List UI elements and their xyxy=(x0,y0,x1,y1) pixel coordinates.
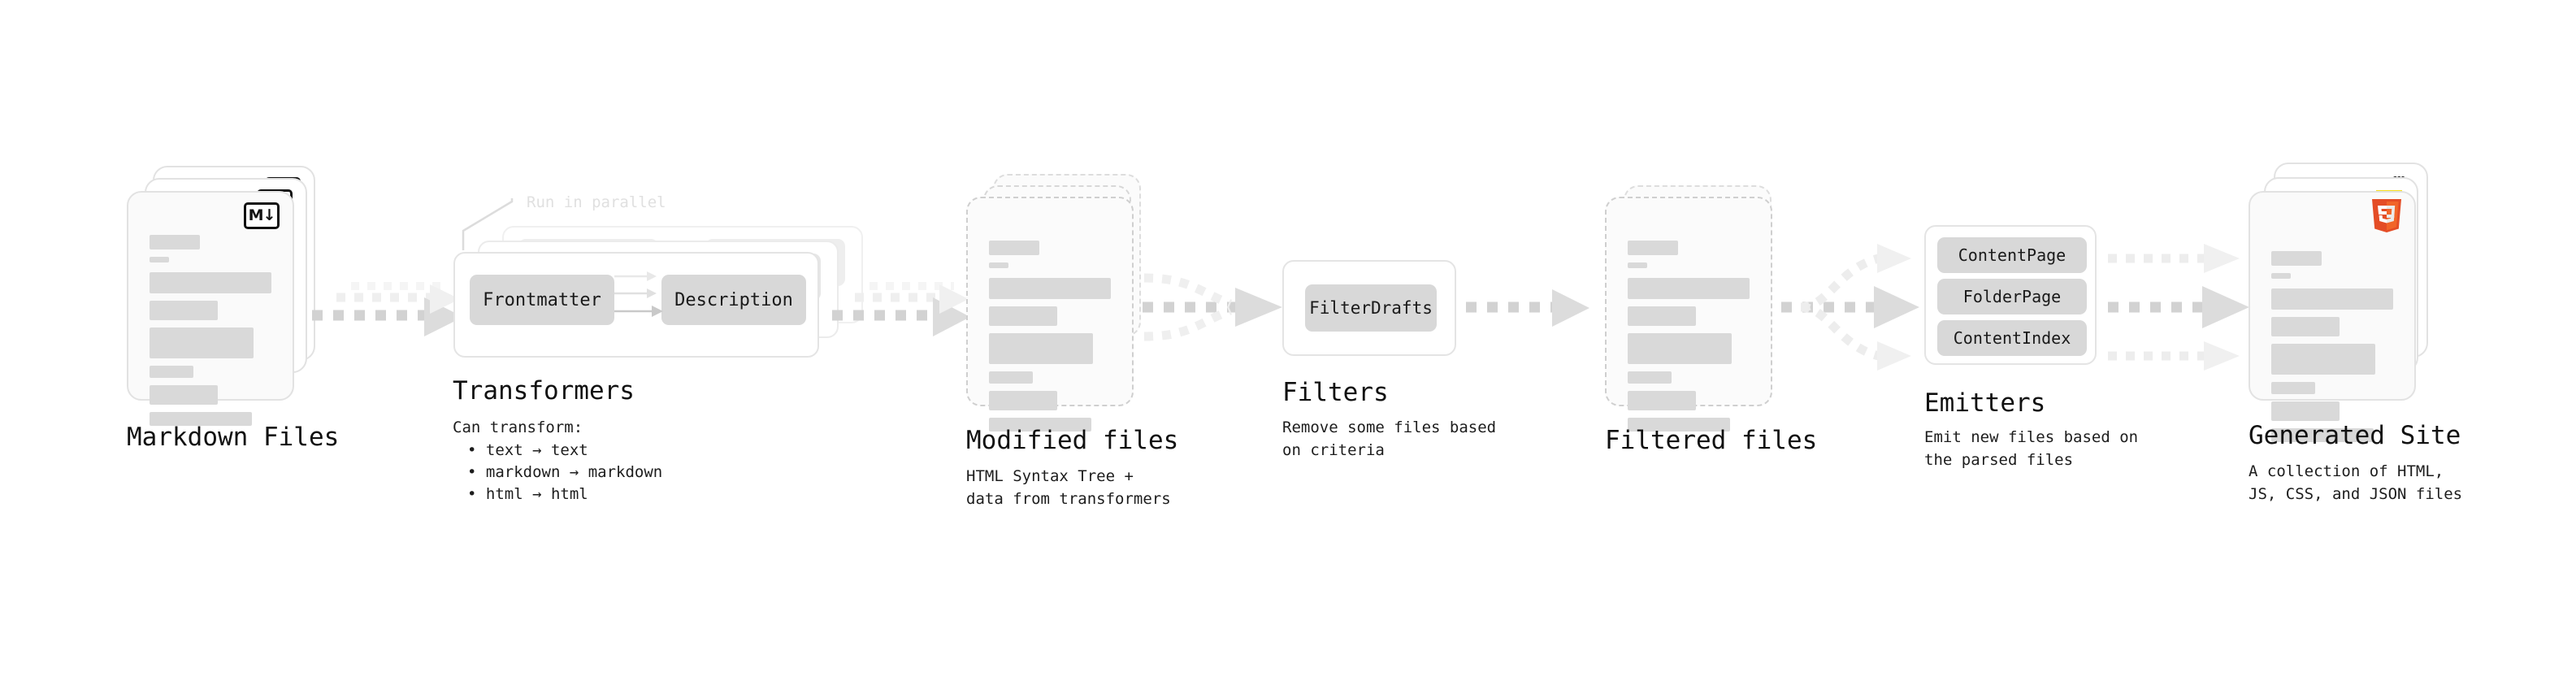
doc-bar xyxy=(1628,371,1672,384)
transformer-box-front: Frontmatter Description xyxy=(453,252,819,358)
modified-file-card-front xyxy=(966,197,1134,432)
document-bars xyxy=(150,235,271,433)
doc-bar xyxy=(2271,251,2322,266)
stage-subtitle-modified-files: HTML Syntax Tree + data from transformer… xyxy=(966,467,1171,508)
arrow-filtered-to-emitters xyxy=(1781,244,1919,371)
html5-icon: HTML xyxy=(2369,199,2405,241)
markdown-file-card-front: M↓ xyxy=(127,191,294,426)
doc-bar xyxy=(1628,241,1678,255)
stage-subtitle-transformers: Can transform: xyxy=(453,419,583,436)
run-in-parallel-brace xyxy=(462,198,514,250)
doc-bar xyxy=(150,272,271,293)
doc-bar xyxy=(150,235,200,249)
document-bars xyxy=(1628,241,1750,439)
stage-title-transformers: Transformers xyxy=(453,376,635,406)
doc-bar xyxy=(989,241,1039,255)
stage-subtitle-emitters: Emit new files based on the parsed files xyxy=(1924,428,2139,469)
doc-bar xyxy=(150,385,218,405)
doc-bar xyxy=(989,278,1111,299)
doc-bar xyxy=(989,306,1057,326)
doc-bar xyxy=(150,257,169,262)
site-file-card-html: HTML xyxy=(2249,191,2416,442)
doc-bar xyxy=(150,301,218,320)
stage-title-markdown-files: Markdown Files xyxy=(127,423,340,452)
doc-bar xyxy=(2271,288,2393,310)
arrow-emitters-to-site xyxy=(2108,244,2249,371)
transformer-inner-arrows xyxy=(614,271,663,317)
arrow-modified-to-filters xyxy=(1143,273,1282,341)
transformers-bullet-1: • markdown → markdown xyxy=(467,463,663,481)
doc-bar xyxy=(2271,317,2340,336)
arrow-markdown-to-transformers xyxy=(312,282,463,336)
markdown-badge-front: M↓ xyxy=(244,202,280,229)
transformers-bullet-0: • text → text xyxy=(467,441,588,459)
doc-bar xyxy=(989,262,1008,268)
doc-bar xyxy=(989,418,1091,432)
doc-bar xyxy=(150,366,193,378)
stage-title-filters: Filters xyxy=(1282,378,1389,407)
stage-title-modified-files: Modified files xyxy=(966,426,1179,455)
filter-pill-filterdrafts[interactable]: FilterDrafts xyxy=(1305,284,1437,332)
stage-subtitle-filters: Remove some files based on criteria xyxy=(1282,419,1497,459)
doc-bar xyxy=(989,371,1033,384)
stage-subtitle-generated-site: A collection of HTML, JS, CSS, and JSON … xyxy=(2249,462,2463,503)
document-bars xyxy=(989,241,1111,439)
doc-bar xyxy=(2271,382,2315,394)
stage-title-generated-site: Generated Site xyxy=(2249,421,2461,450)
doc-bar xyxy=(150,327,254,358)
doc-bar xyxy=(1628,418,1730,432)
doc-bar xyxy=(1628,262,1647,268)
stage-title-filtered-files: Filtered files xyxy=(1605,426,1818,455)
doc-bar xyxy=(989,333,1093,364)
html5-shield xyxy=(2372,199,2401,232)
filters-box: FilterDrafts xyxy=(1282,260,1456,356)
document-bars xyxy=(2271,251,2393,449)
doc-bar xyxy=(1628,306,1696,326)
doc-bar xyxy=(1628,278,1750,299)
emitter-pill-contentindex[interactable]: ContentIndex xyxy=(1937,320,2087,356)
emitter-pill-folderpage[interactable]: FolderPage xyxy=(1937,279,2087,314)
transformers-bullet-2: • html → html xyxy=(467,485,588,503)
doc-bar xyxy=(2271,401,2340,421)
arrow-filters-to-filtered xyxy=(1466,289,1589,327)
doc-bar xyxy=(989,391,1057,410)
arrow-transformers-to-modified xyxy=(832,282,970,336)
doc-bar xyxy=(2271,273,2291,279)
filtered-file-card-front xyxy=(1605,197,1772,432)
transformer-pill-frontmatter[interactable]: Frontmatter xyxy=(470,275,614,325)
stage-title-emitters: Emitters xyxy=(1924,388,2046,418)
emitters-box: ContentPage FolderPage ContentIndex xyxy=(1924,225,2097,365)
doc-bar xyxy=(1628,391,1696,410)
doc-bar xyxy=(1628,333,1732,364)
emitter-pill-contentpage[interactable]: ContentPage xyxy=(1937,237,2087,273)
transformer-pill-description[interactable]: Description xyxy=(661,275,806,325)
doc-bar xyxy=(2271,344,2375,375)
doc-bar xyxy=(2271,428,2374,442)
doc-bar xyxy=(150,412,252,426)
run-in-parallel-label: Run in parallel xyxy=(527,193,666,211)
